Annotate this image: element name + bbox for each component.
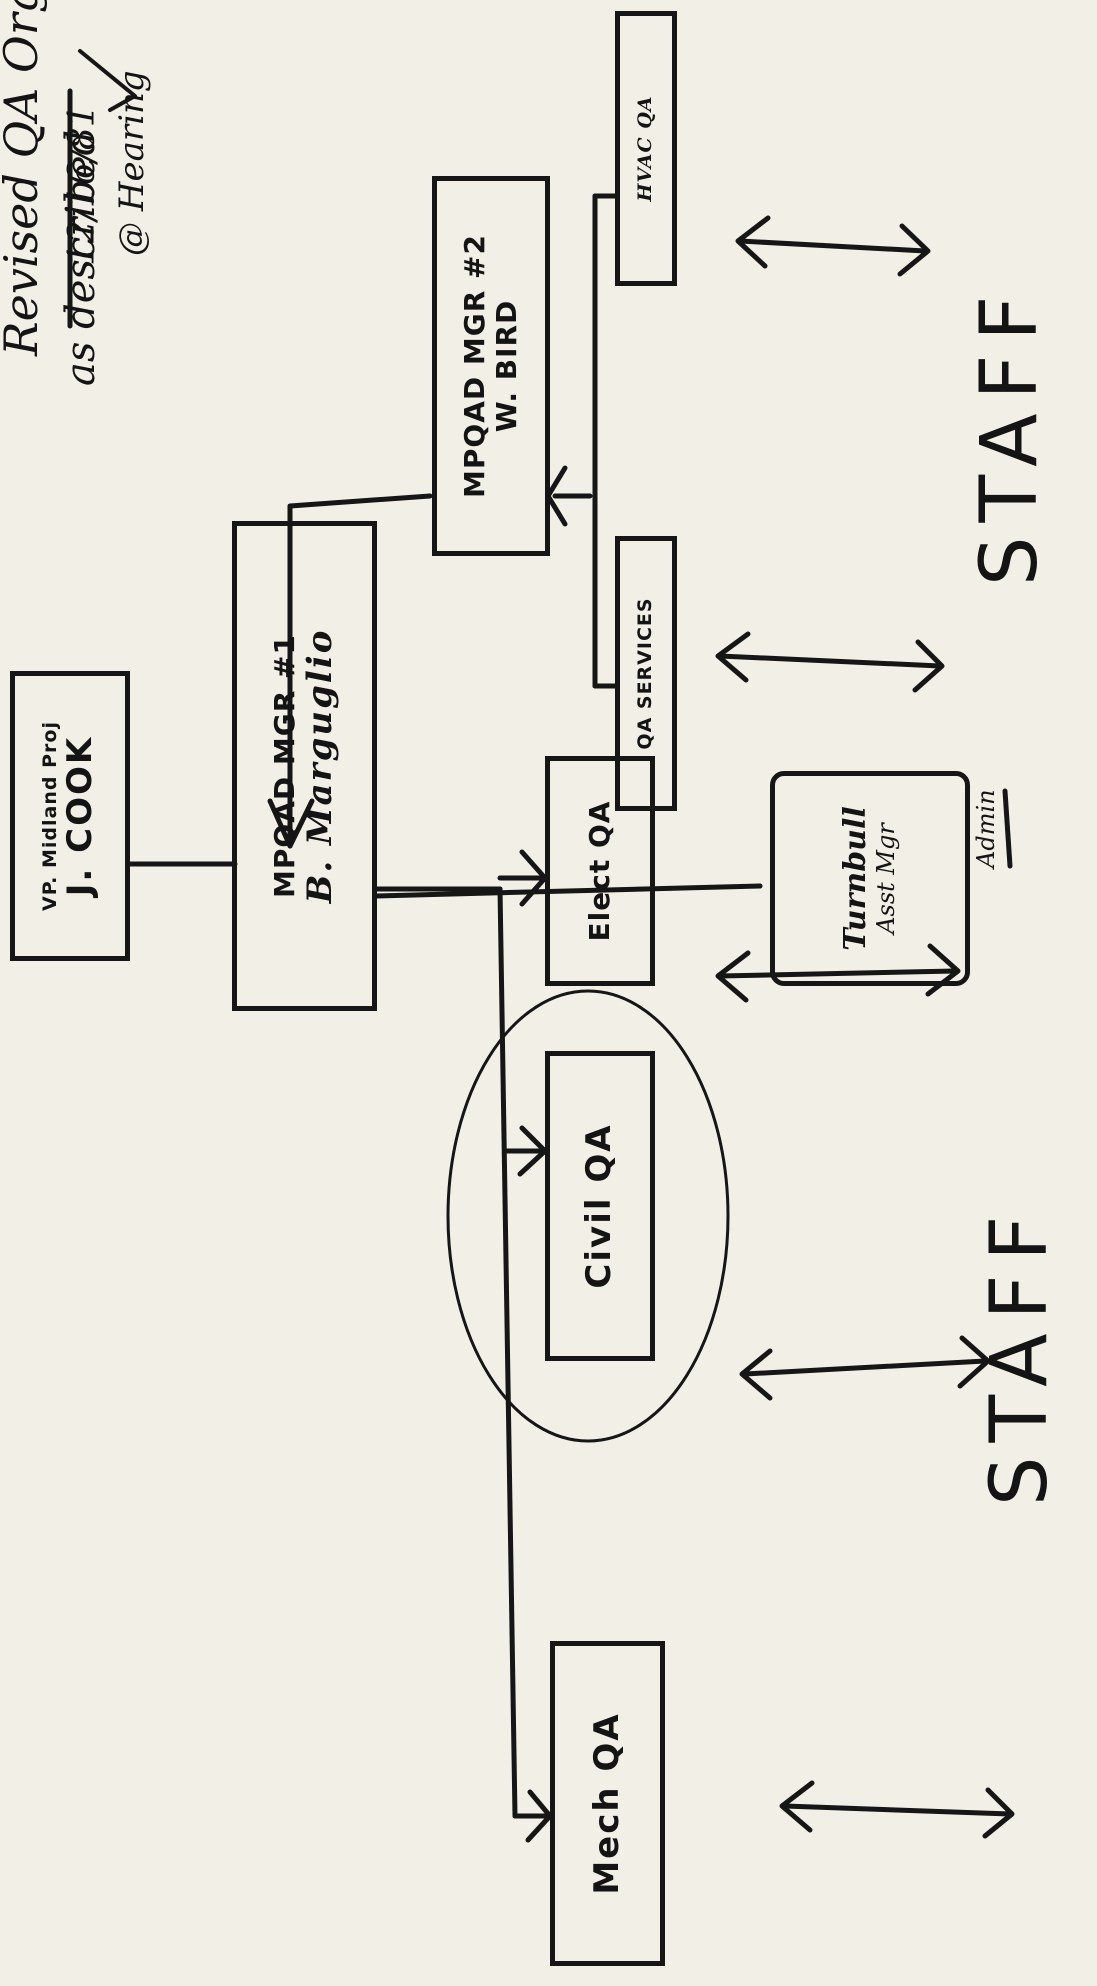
note-line-2-date: 12/16/81	[62, 104, 103, 266]
connector-mgr1-turnbull	[372, 883, 763, 899]
elect-qa-label: Elect QA	[582, 800, 616, 942]
note-line-3: @ Hearing	[112, 70, 152, 256]
staff-label-right: STAFF	[965, 281, 1055, 586]
mpqad-mgr2-box: MPQAD MGR #2 W. BIRD	[432, 176, 550, 556]
qa-services-label: QA SERVICES	[634, 597, 657, 750]
turnbull-title: Asst Mgr	[872, 823, 901, 934]
staff-arrow-services	[717, 653, 943, 669]
vp-midland-box: VP. Midland Proj J. COOK	[10, 671, 130, 961]
turnbull-name: Turnbull	[837, 806, 873, 951]
staff-arrow-elect-head1	[715, 950, 751, 1003]
mpqad-mgr2-title: MPQAD MGR #2	[457, 234, 491, 498]
turnbull-dept: Admin	[972, 789, 1000, 868]
turnbull-box: Turnbull Asst Mgr	[770, 771, 970, 986]
civil-qa-box: Civil QA	[545, 1051, 655, 1361]
staff-arrow-hvac-head2	[897, 223, 931, 277]
staff-arrow-elect-head2	[925, 943, 961, 997]
staff-arrow-mech-head2	[982, 1787, 1015, 1839]
staff-arrow-hvac-head1	[735, 215, 771, 269]
mpqad-mgr2-name: W. BIRD	[490, 299, 523, 433]
arrowhead-mgr2	[545, 465, 568, 527]
arrowhead-elect-qa	[519, 849, 548, 907]
vp-midland-title: VP. Midland Proj	[38, 721, 61, 911]
staff-arrow-civil	[742, 1358, 988, 1377]
admin-underline	[1002, 788, 1013, 869]
staff-arrow-civil-head2	[957, 1335, 991, 1389]
staff-arrow-mech	[782, 1803, 1013, 1817]
staff-arrow-civil-head1	[739, 1348, 773, 1401]
staff-arrow-mech-head1	[779, 1780, 815, 1833]
elect-qa-box: Elect QA	[545, 756, 655, 986]
connector-mgr2-mgr1	[287, 493, 433, 849]
vp-midland-name: J. COOK	[60, 735, 101, 897]
arrowhead-mech-qa	[525, 1789, 553, 1843]
mpqad-mgr1-name: B. Marguglio	[300, 628, 341, 904]
arrowhead-mgr1	[267, 798, 315, 849]
hvac-qa-box: HVAC QA	[615, 11, 677, 286]
connector-trunk	[497, 886, 518, 1819]
staff-arrow-elect	[717, 968, 958, 979]
staff-arrow-services-head2	[912, 639, 945, 693]
staff-label-left: STAFF	[975, 1201, 1065, 1506]
mpqad-mgr1-box: MPQAD MGR #1 B. Marguglio	[232, 521, 377, 1011]
mech-qa-box: Mech QA	[550, 1641, 665, 1966]
note-line-1: Revised QA Organizat	[0, 0, 48, 356]
mech-qa-label: Mech QA	[586, 1712, 627, 1895]
mpqad-mgr1-title: MPQAD MGR #1	[267, 634, 301, 898]
staff-arrow-services-head1	[715, 631, 751, 683]
hvac-qa-label: HVAC QA	[634, 95, 657, 202]
civil-qa-circle	[446, 989, 730, 1443]
staff-arrow-hvac	[737, 238, 928, 254]
arrowhead-civil-qa	[517, 1125, 548, 1177]
civil-qa-label: Civil QA	[579, 1123, 620, 1289]
note-check-mark	[78, 49, 137, 112]
